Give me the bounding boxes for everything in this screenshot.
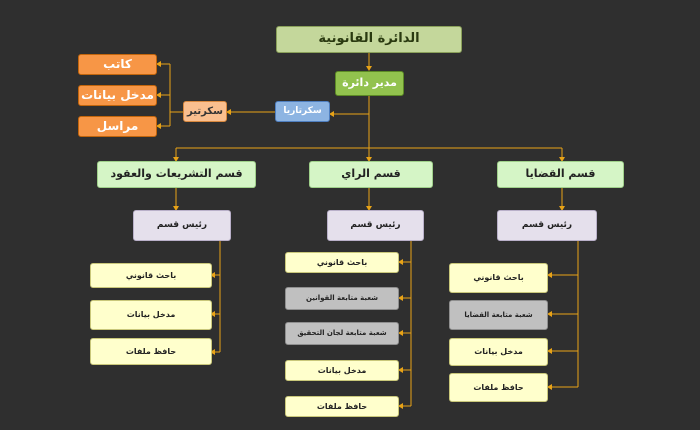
legal-department-box: الدائرة القانونية bbox=[276, 26, 462, 53]
opinion-investigation-committees-box: شعبة متابعة لجان التحقيق bbox=[285, 322, 399, 345]
opinion-dept-box: قسم الراي bbox=[309, 161, 433, 188]
cases-file-keeper-box: حافظ ملفات bbox=[449, 373, 548, 402]
department-manager-box: مدير دائرة bbox=[335, 71, 404, 96]
cases-dept-box: قسم القضايا bbox=[497, 161, 624, 188]
opinion-data-entry-box: مدخل بيانات bbox=[285, 360, 399, 381]
cases-head-box: رئيس قسم bbox=[497, 210, 597, 241]
opinion-file-keeper-box: حافظ ملفات bbox=[285, 396, 399, 417]
cases-legal-researcher-box: باحث قانوني bbox=[449, 263, 548, 293]
courier-box: مراسل bbox=[78, 116, 157, 137]
data-entry-box: مدخل بيانات bbox=[78, 85, 157, 106]
opinion-laws-followup-box: شعبة متابعة القوانين bbox=[285, 287, 399, 310]
clerk-box: كاتب bbox=[78, 54, 157, 75]
legislation-legal-researcher-box: باحث قانوني bbox=[90, 263, 212, 288]
legislation-contracts-dept-box: قسم التشريعات والعقود bbox=[97, 161, 256, 188]
opinion-head-box: رئيس قسم bbox=[327, 210, 424, 241]
legislation-data-entry-box: مدخل بيانات bbox=[90, 300, 212, 330]
legislation-head-box: رئيس قسم bbox=[133, 210, 231, 241]
cases-data-entry-box: مدخل بيانات bbox=[449, 338, 548, 366]
opinion-legal-researcher-box: باحث قانوني bbox=[285, 252, 399, 273]
secretary-box: سكرتير bbox=[183, 101, 227, 122]
secretariat-box: سكرتاريا bbox=[275, 101, 330, 122]
cases-followup-box: شعبة متابعة القضايا bbox=[449, 300, 548, 330]
legislation-file-keeper-box: حافظ ملفات bbox=[90, 338, 212, 365]
